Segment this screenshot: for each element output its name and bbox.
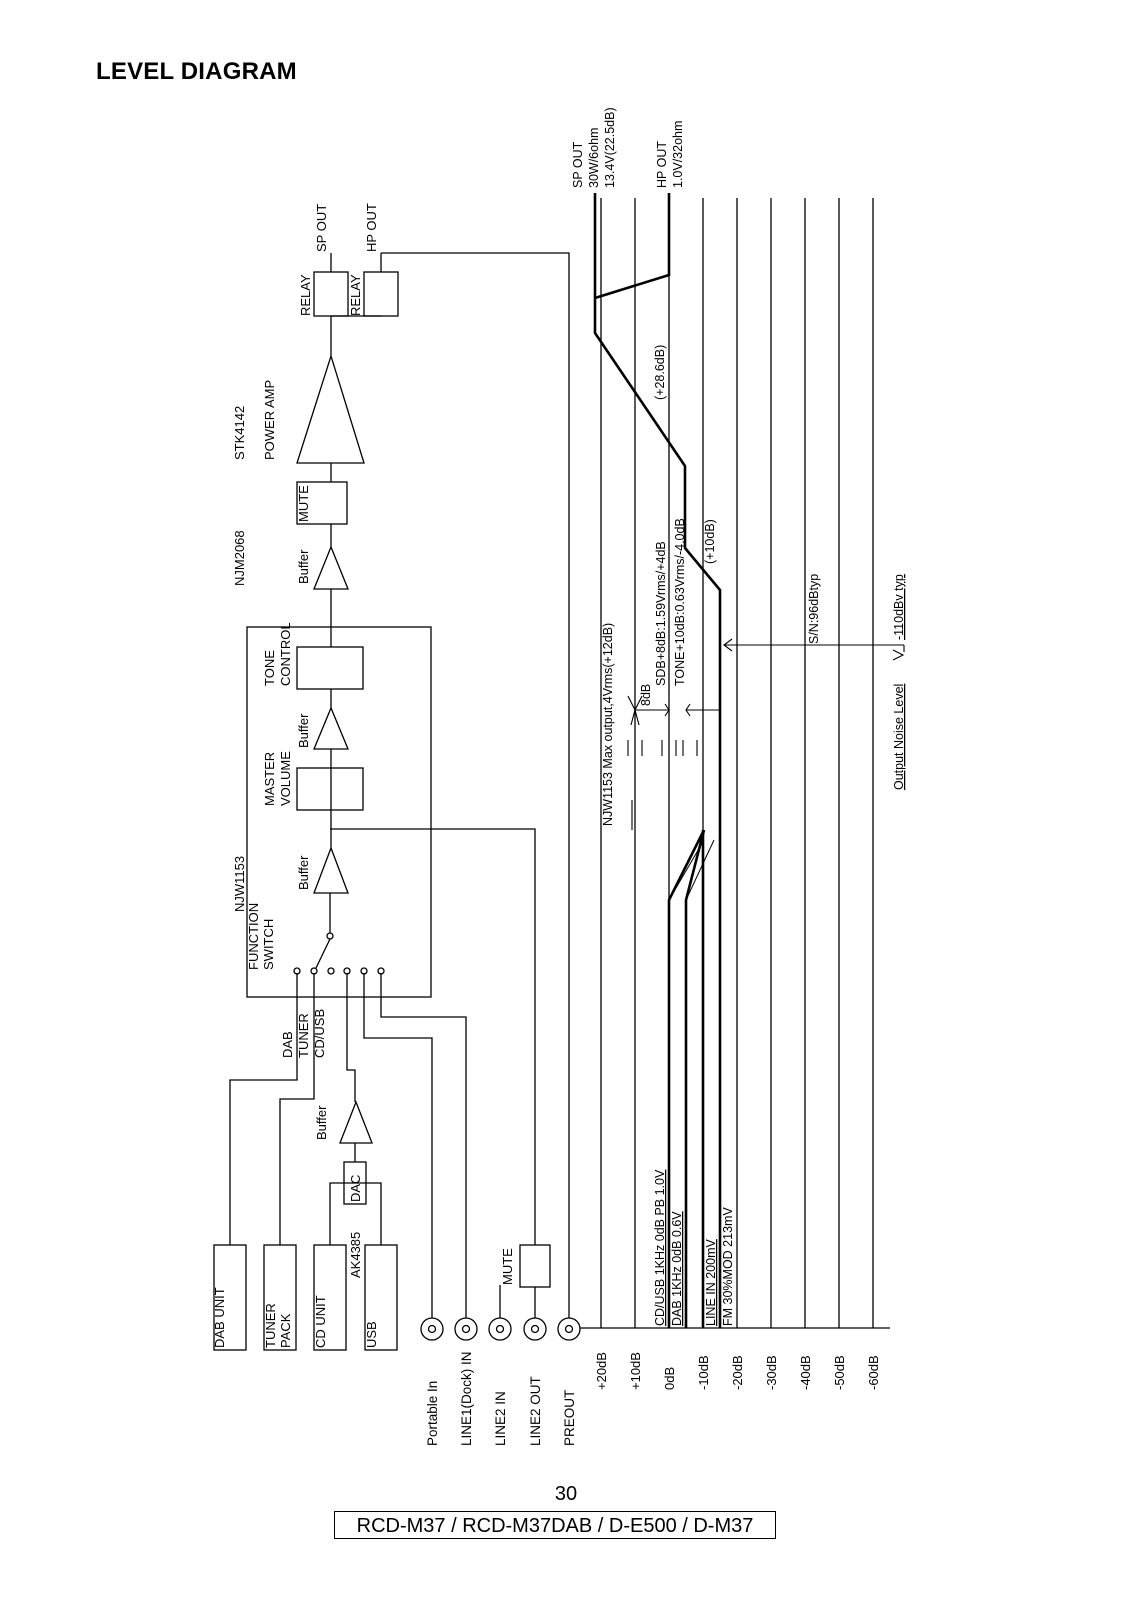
cd-unit-label: CD UNIT — [313, 1295, 328, 1348]
eight-db-annotation: 8dB — [639, 684, 653, 706]
dab-trace — [684, 829, 706, 1328]
hp-out-annotation-1: HP OUT — [655, 141, 669, 188]
buffer-triangle-2 — [313, 706, 349, 750]
njw1153-outline — [246, 626, 432, 998]
db-label-plus10: +10dB — [628, 1352, 643, 1390]
line-in-annotation: LINE IN 200mV — [704, 1238, 718, 1326]
switch-label: SWITCH — [261, 919, 276, 970]
noise-label-annotation: Output Noise Level — [892, 684, 906, 790]
njw1153-max-annotation: NJW1153 Max output,4Vrms(+12dB) — [601, 623, 615, 826]
input-label-preout: PREOUT — [562, 1390, 577, 1446]
db-label-minus30: -30dB — [764, 1355, 779, 1390]
ak4385-label: AK4385 — [348, 1232, 363, 1278]
buffer-label-3: Buffer — [296, 549, 311, 584]
dac-buffer-triangle — [339, 1100, 373, 1144]
sp-out-annotation-2: 30W/6ohm — [587, 128, 601, 188]
sp-out-annotation-1: SP OUT — [571, 141, 585, 188]
input-label-portable: Portable In — [425, 1381, 440, 1446]
db-label-minus50: -50dB — [832, 1355, 847, 1390]
input-label-line2-in: LINE2 IN — [493, 1391, 508, 1446]
power-amp-triangle — [296, 353, 365, 464]
hp-level-trace — [594, 193, 671, 300]
mute-box-2 — [296, 481, 348, 525]
noise-level-marker — [892, 649, 905, 661]
sn-annotation: S/N:96dBtyp — [807, 574, 821, 644]
tone-control-box — [296, 646, 364, 690]
cdusb-input-annotation: CD/USB 1KHz 0dB PB 1.0V — [653, 1169, 667, 1326]
gain-amp-annotation: (+28.6dB) — [653, 345, 667, 400]
control-label: CONTROL — [278, 622, 293, 686]
relay-box-1 — [313, 271, 349, 317]
main-level-trace — [593, 193, 722, 830]
db-label-minus10: -10dB — [696, 1355, 711, 1390]
sdb-annotation: SDB+8dB:1.59Vrms/+4dB — [654, 541, 668, 686]
db-label-minus60: -60dB — [866, 1355, 881, 1390]
sp-out-annotation-3: 13.4V(22.5dB) — [603, 107, 617, 188]
hp-out-block-label: HP OUT — [364, 203, 379, 252]
dab-unit-label: DAB UNIT — [212, 1287, 227, 1348]
buffer-triangle-3 — [313, 545, 349, 590]
tone-label: TONE — [262, 650, 277, 686]
signal-chain — [296, 253, 399, 894]
buffer-label-1: Buffer — [296, 855, 311, 890]
dac-buffer-label: Buffer — [314, 1105, 329, 1140]
master-label: MASTER — [262, 752, 277, 806]
page-title: LEVEL DIAGRAM — [96, 58, 297, 85]
relay-label-2: RELAY — [348, 274, 363, 316]
power-amp-label: POWER AMP — [262, 380, 277, 460]
tuner-input-label: TUNER — [296, 1013, 311, 1058]
dac-label: DAC — [348, 1175, 363, 1202]
function-label: FUNCTION — [246, 903, 261, 970]
mute-label-2: MUTE — [296, 485, 311, 522]
njw1153-label: NJW1153 — [232, 856, 247, 912]
input-label-line2-out: LINE2 OUT — [528, 1376, 543, 1446]
buffer-label-2: Buffer — [296, 713, 311, 748]
db-gridlines — [580, 198, 890, 1329]
model-footer: RCD-M37 / RCD-M37DAB / D-E500 / D-M37 — [334, 1511, 776, 1539]
db-label-minus20: -20dB — [730, 1355, 745, 1390]
jacks — [420, 1317, 581, 1341]
buffer-triangle-1 — [313, 846, 349, 894]
db-label-0: 0dB — [662, 1367, 677, 1390]
db-label-minus40: -40dB — [798, 1355, 813, 1390]
dab-input-label: DAB — [280, 1031, 295, 1058]
db-label-plus20: +20dB — [594, 1352, 609, 1390]
tuner-label: TUNER — [263, 1303, 278, 1348]
stk4142-label: STK4142 — [232, 406, 247, 460]
pack-label: PACK — [278, 1313, 293, 1348]
volume-label: VOLUME — [278, 751, 293, 806]
page-number: 30 — [554, 1483, 578, 1505]
line2-in-jack[interactable] — [488, 1317, 512, 1341]
sp-out-block-label: SP OUT — [314, 204, 329, 252]
relay-label-1: RELAY — [298, 274, 313, 316]
mute-label: MUTE — [500, 1248, 515, 1285]
mute-box — [519, 1244, 551, 1288]
portable-in-jack[interactable] — [420, 1317, 444, 1341]
gain-buffer-annotation: (+10dB) — [703, 519, 717, 564]
function-switch — [293, 893, 385, 975]
line1-in-jack[interactable] — [454, 1317, 478, 1341]
preout-jack[interactable] — [557, 1317, 581, 1341]
dab-input-annotation: DAB 1KHz 0dB 0.6V — [670, 1211, 684, 1326]
njm2068-label: NJM2068 — [232, 530, 247, 586]
hp-out-annotation-2: 1.0V/32ohm — [671, 121, 685, 188]
line2-out-jack[interactable] — [523, 1317, 547, 1341]
input-label-line1: LINE1(Dock) IN — [459, 1351, 474, 1446]
fm-annotation: FM 30%MOD 213mV — [721, 1207, 735, 1326]
master-volume-box — [296, 767, 364, 811]
noise-value-annotation: -110dBv typ — [892, 574, 906, 640]
relay-box-2 — [363, 271, 399, 317]
cdusb-input-label: CD/USB — [312, 1009, 327, 1058]
usb-label: USB — [364, 1321, 379, 1348]
tone-annotation: TONE+10dB:0.63Vrms/-4.0dB — [673, 518, 687, 686]
